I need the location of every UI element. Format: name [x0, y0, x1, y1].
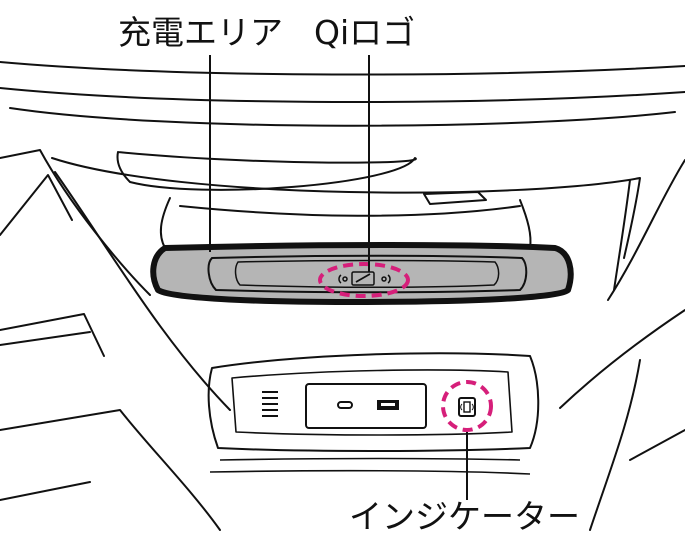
usb-c-port-icon [337, 401, 353, 409]
left-trim [0, 409, 221, 531]
left-trim [0, 481, 91, 501]
charging-pad [150, 242, 574, 305]
usb-a-port-icon [377, 400, 399, 410]
dashboard-edge [0, 61, 685, 76]
dashboard-edge [0, 87, 685, 104]
storage-recess-outline [159, 197, 171, 249]
right-trim [607, 159, 685, 301]
left-trim [0, 174, 73, 236]
indicator-icon [458, 397, 476, 417]
left-trim [0, 331, 91, 346]
usb-ports-box [305, 383, 427, 429]
right-trim [629, 429, 685, 461]
callout-qi-logo: Qiロゴ [314, 13, 416, 52]
qi-logo-icon [338, 271, 391, 286]
callout-charging-area: 充電エリア [118, 13, 283, 52]
storage-recess-tab [423, 191, 487, 205]
dashboard-upper-panel [9, 107, 676, 127]
right-trim [589, 359, 641, 531]
right-trim [613, 179, 631, 291]
storage-recess-back [179, 205, 521, 217]
storage-recess-outline [116, 151, 417, 191]
left-trim [54, 171, 231, 411]
vent-grille-icon [262, 391, 278, 417]
qi-logo-highlight [318, 262, 410, 298]
storage-recess-outline [519, 199, 532, 249]
left-trim [0, 149, 151, 296]
storage-recess-outline [51, 157, 641, 259]
callout-indicator: インジケーター [349, 497, 580, 536]
right-trim [559, 309, 685, 409]
port-panel [207, 352, 540, 475]
indicator-highlight [441, 380, 493, 432]
left-trim [0, 313, 105, 357]
